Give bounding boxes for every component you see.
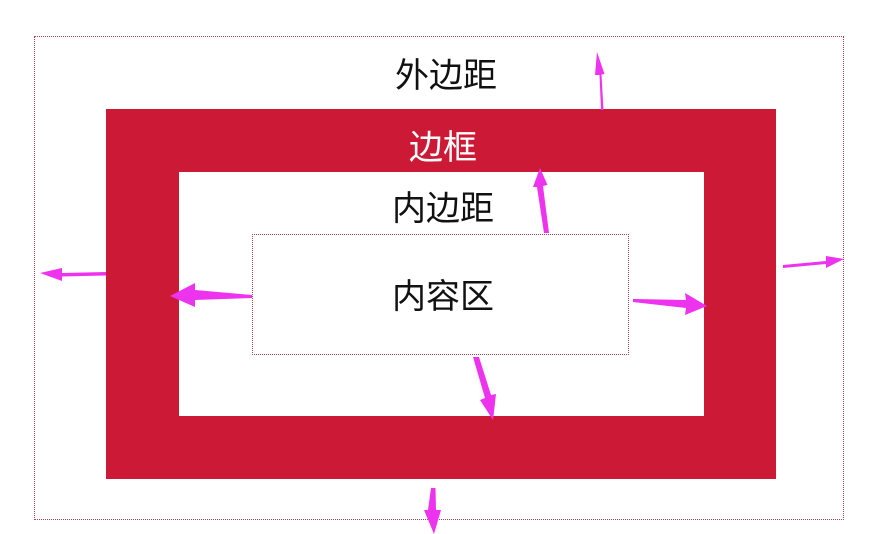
padding-area: [179, 172, 704, 416]
content-label: 内容区: [392, 277, 494, 317]
border-label: 边框: [409, 128, 477, 168]
padding-label: 内边距: [392, 189, 494, 229]
margin-label: 外边距: [395, 56, 497, 96]
content-area: [252, 234, 629, 355]
